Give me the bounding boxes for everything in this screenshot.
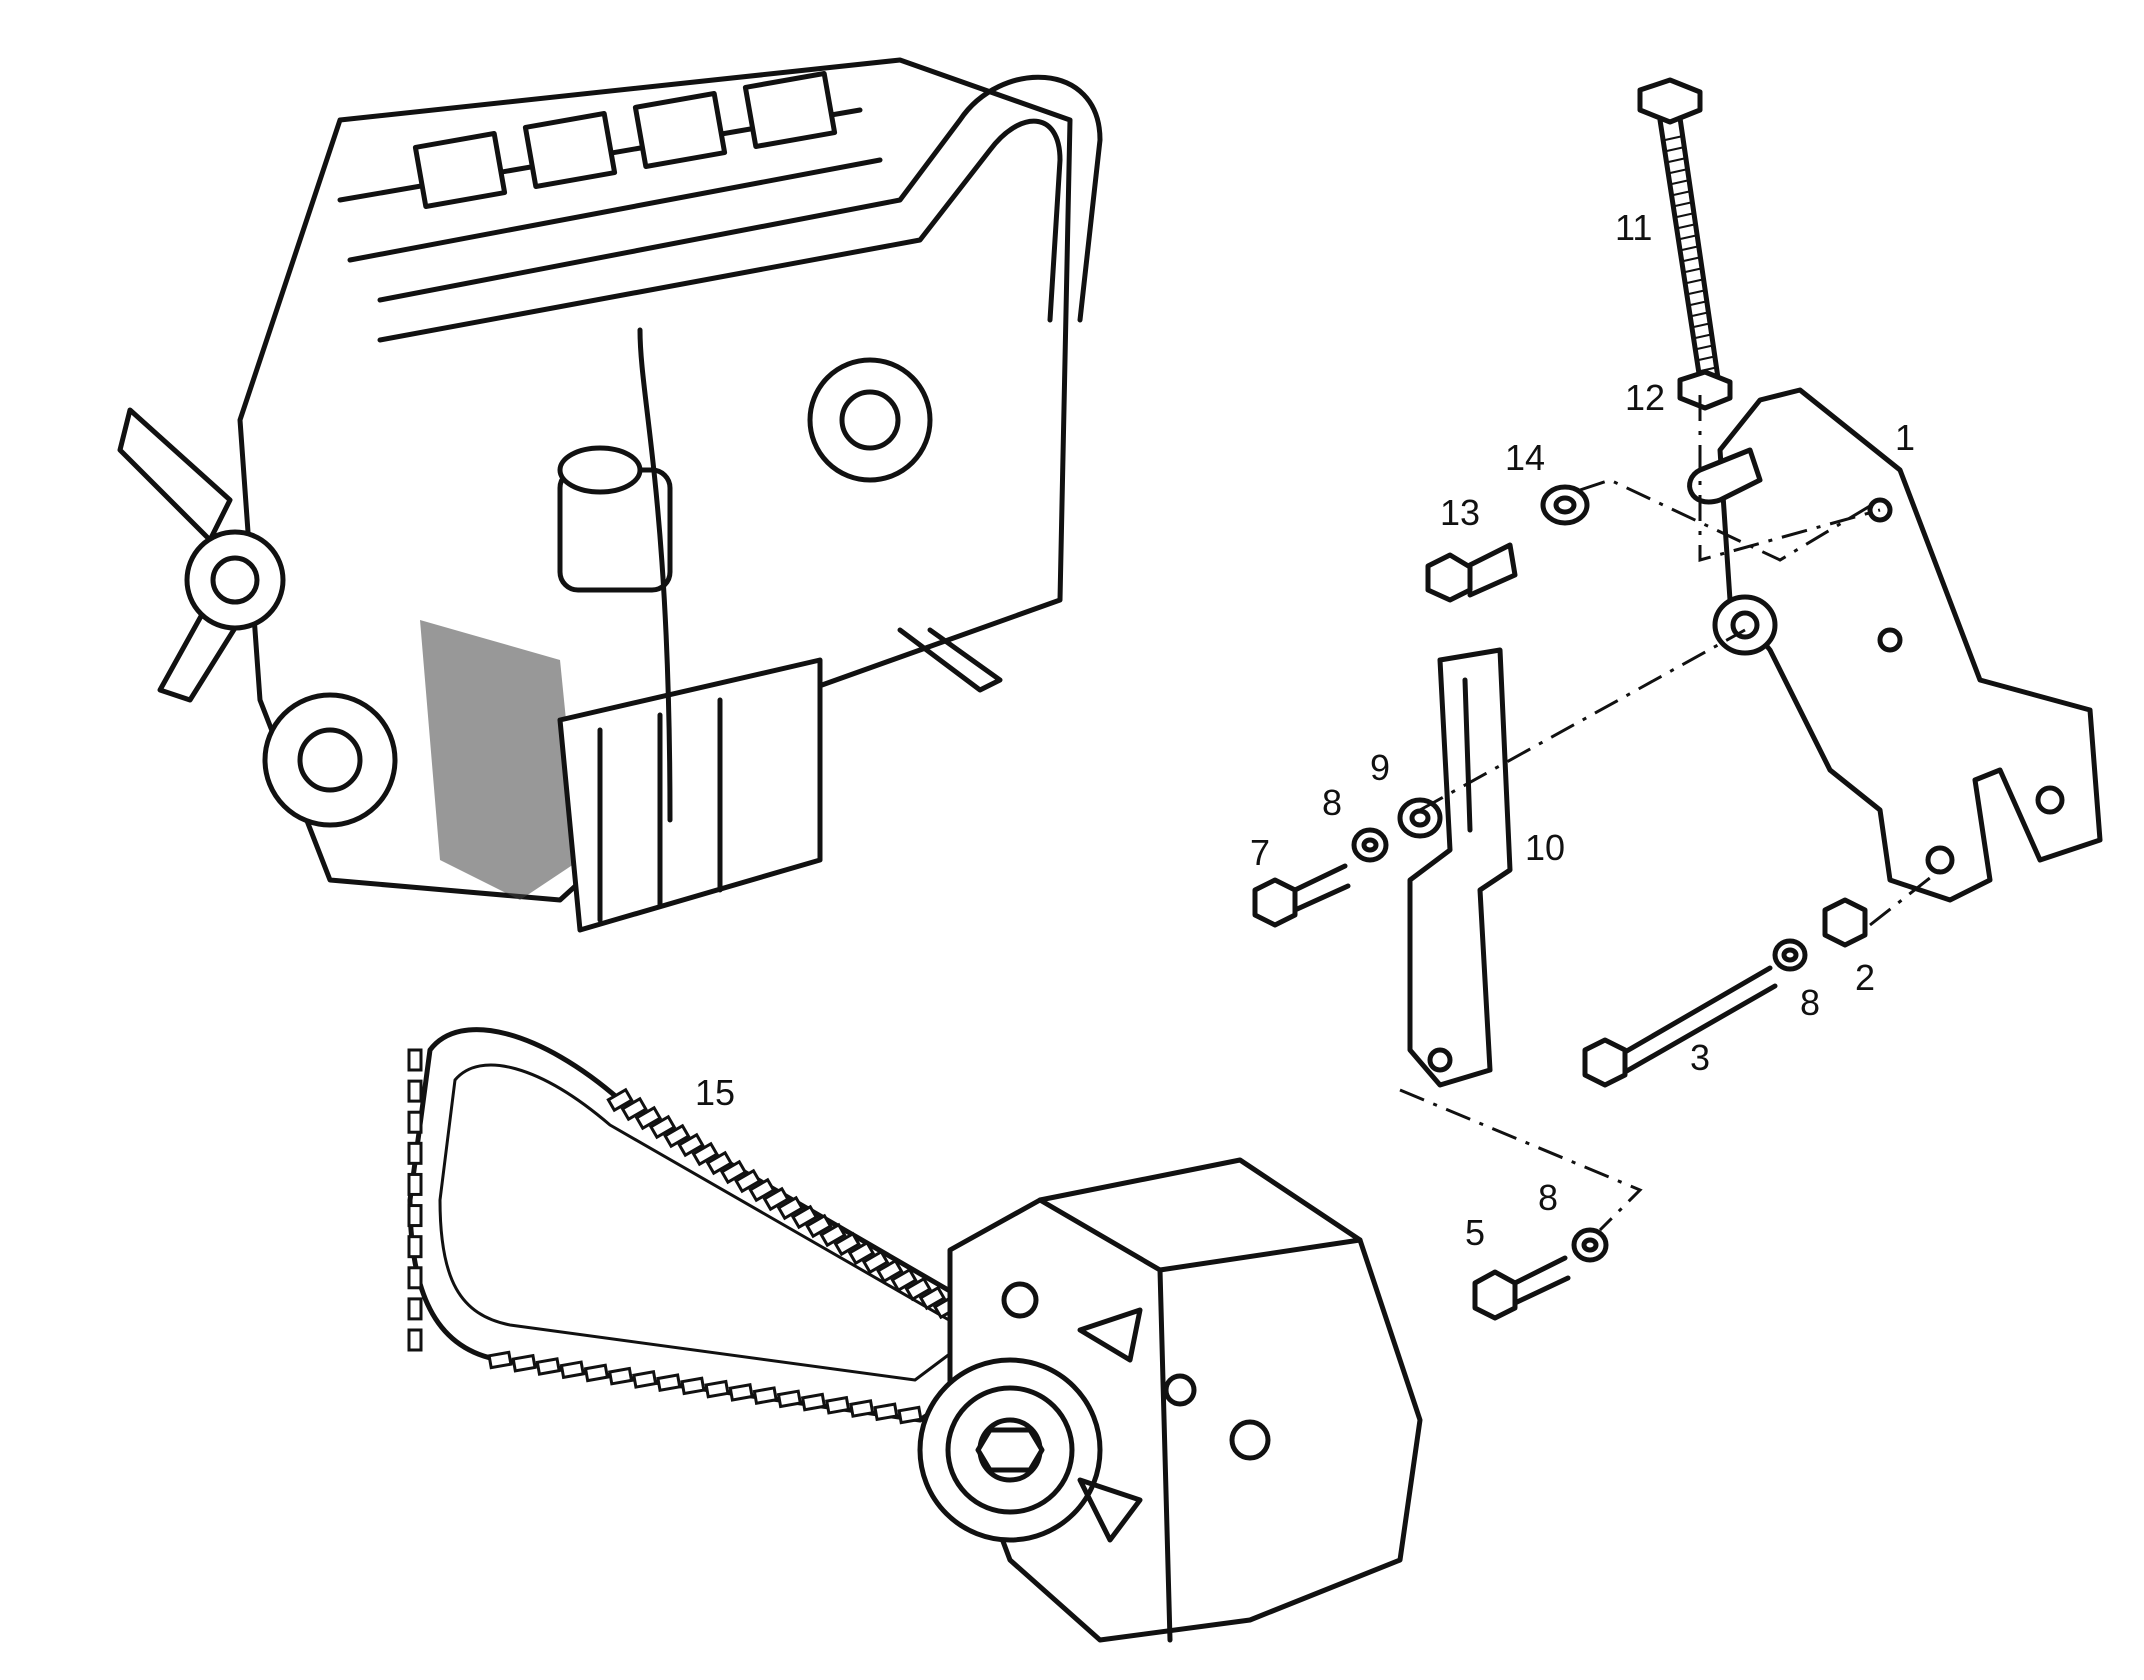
bolt-thread [1679,234,1699,240]
belt-tooth [583,1363,610,1383]
callout-8-lower: 8 [1538,1177,1558,1218]
hardware [1252,77,1868,1321]
belt-tooth [752,1386,778,1405]
callout-11: 11 [1615,207,1652,248]
bolt-thread [1681,245,1701,251]
belt-tooth [677,1132,705,1158]
callout-15: 15 [695,1072,735,1113]
belt-tooth [407,1048,423,1072]
bolt-thread [1691,311,1711,317]
alternator [917,1157,1423,1643]
bolt-thread [1693,322,1712,328]
belt-tooth [734,1168,762,1194]
belt-tooth [606,1087,634,1113]
mounting-bracket [1687,387,2103,903]
belt-tooth [634,1105,663,1131]
belt-tooth [656,1373,682,1393]
belt-tooth [407,1235,423,1259]
belt-tooth [849,1399,875,1418]
belt-tooth [620,1096,648,1122]
belt-tooth [632,1370,658,1389]
belt-tooth [890,1267,918,1293]
bolt-thread [1698,355,1717,361]
belt-tooth [407,1110,423,1134]
belt-tooth [407,1172,423,1196]
belt-tooth [776,1389,803,1409]
bolt-thread [1664,135,1684,141]
belt-tooth [876,1258,904,1284]
callout-10: 10 [1525,827,1565,868]
bolt-thread [1669,168,1689,174]
belt-tooth [833,1231,861,1257]
belt-tooth [407,1266,423,1290]
callout-3: 3 [1690,1037,1710,1078]
belt-tooth [800,1392,827,1412]
belt-tooth [904,1276,932,1302]
callout-9: 9 [1370,747,1390,788]
belt-tooth [407,1141,423,1165]
bolt-thread [1671,179,1691,185]
belt-tooth [648,1114,677,1140]
callout-2: 2 [1855,957,1875,998]
belt-tooth [511,1353,537,1373]
bolt-thread [1676,212,1696,218]
belt-tooth [407,1297,423,1321]
belt-tooth [559,1360,585,1380]
bolt-thread [1683,256,1702,262]
belt-tooth [819,1222,847,1248]
belt-tooth [918,1285,947,1311]
belt-tooth [776,1195,805,1221]
callout-labels: 1 2 3 5 7 8 8 8 9 10 11 12 13 14 15 [695,207,1915,1253]
bolt-thread [1686,278,1706,284]
bolt-thread [1685,267,1704,273]
callout-12: 12 [1625,377,1665,418]
bolt-thread [1696,344,1716,350]
belt-tooth [535,1357,561,1376]
belt-tooth [607,1366,634,1386]
belt-tooth [897,1405,923,1425]
belt-tooth [704,1379,730,1399]
callout-1: 1 [1895,417,1915,458]
callout-8-upper: 8 [1322,782,1342,823]
belt-tooth [748,1177,776,1203]
bolt-thread [1674,201,1694,207]
belt-tooth [487,1350,513,1370]
callout-13: 13 [1440,492,1480,533]
belt-tooth [790,1204,819,1230]
bolt-thread [1673,190,1692,196]
bolt-thread [1666,146,1685,152]
belt-tooth [680,1376,706,1396]
bolt-thread [1695,333,1714,339]
belt-tooth [873,1402,899,1422]
drive-belt [407,1027,1011,1425]
belt-tooth [705,1150,734,1176]
belt-tooth [825,1395,851,1415]
alignment-lines [1399,395,1941,1232]
adjusting-arm [1407,647,1513,1088]
belt-tooth [407,1204,423,1228]
callout-7: 7 [1250,832,1270,873]
callout-14: 14 [1505,437,1545,478]
belt-tooth [805,1213,833,1239]
belt-tooth [663,1123,691,1149]
engine-assembly [117,57,1103,933]
belt-tooth [861,1249,890,1275]
belt-tooth [407,1328,423,1352]
bolt-thread [1668,157,1687,163]
bolt-thread [1690,300,1709,306]
bolt-thread [1678,223,1697,229]
belt-tooth [691,1141,719,1167]
belt-tooth [407,1079,423,1103]
bolt-thread [1688,289,1707,295]
belt-tooth [762,1186,790,1212]
belt-tooth [719,1159,748,1185]
belt-tooth [728,1382,754,1402]
callout-8-middle: 8 [1800,982,1820,1023]
callout-5: 5 [1465,1212,1485,1253]
belt-tooth [847,1240,876,1266]
